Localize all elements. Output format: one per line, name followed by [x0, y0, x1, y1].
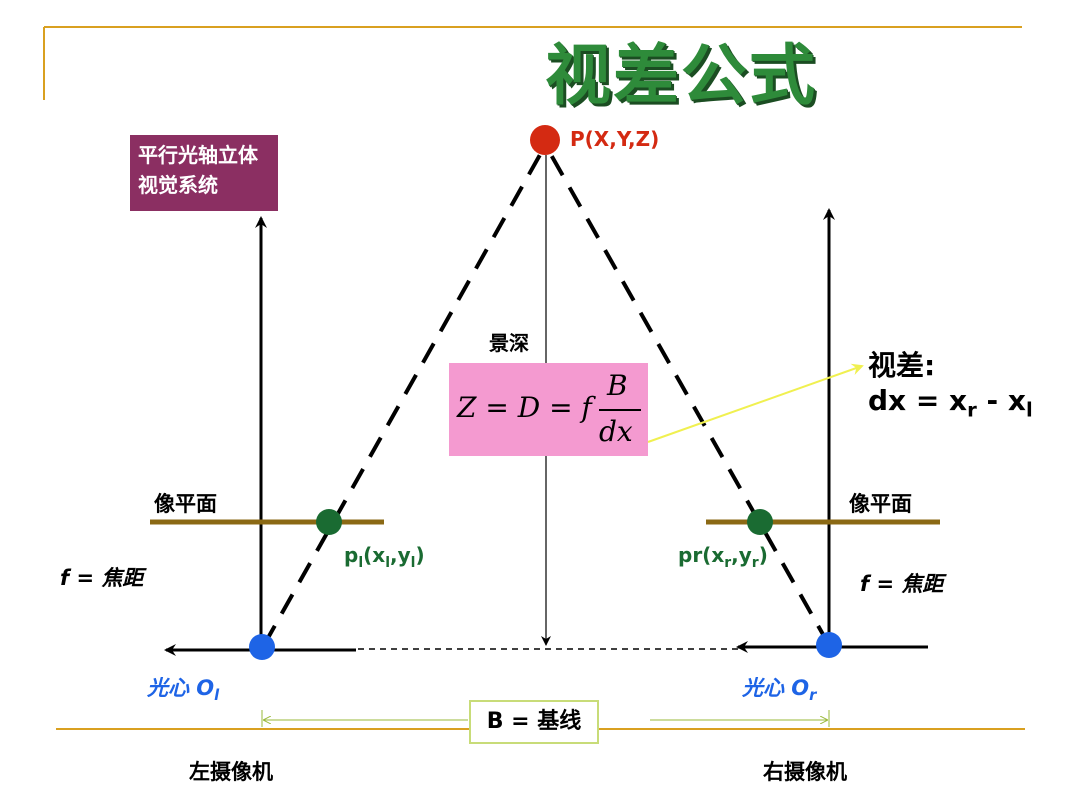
right-center-text: 光心 O — [742, 676, 810, 700]
disparity-title: 视差: — [868, 349, 936, 382]
left-point-sub1: l — [358, 555, 364, 571]
disparity-equation: dx = xr - xl — [868, 384, 1033, 422]
left-point-open: (x — [363, 543, 386, 567]
point-pr — [747, 509, 773, 535]
left-point-sub3: l — [410, 555, 416, 571]
left-image-plane-label: 像平面 — [154, 492, 217, 516]
left-point-mid: ,y — [390, 543, 411, 567]
slide-title: 视差公式 — [545, 37, 817, 114]
depth-formula: Z = D = f B dx — [449, 363, 648, 456]
left-image-point-label: pl(xl,yl) — [344, 543, 425, 571]
disparity-xr-sub: r — [967, 398, 977, 422]
depth-label: 景深 — [489, 331, 529, 355]
right-point-sub2: r — [751, 555, 759, 571]
right-optical-center-label: 光心 Or — [742, 672, 816, 704]
system-label-box: 平行光轴立体视觉系统 — [130, 135, 278, 211]
disparity-arrow — [647, 363, 864, 443]
formula-denominator: dx — [599, 415, 633, 448]
right-image-point-label: pr(xr,yr) — [678, 543, 768, 571]
disparity-eq-prefix: dx = x — [868, 384, 968, 417]
right-point-p: pr(x — [678, 543, 725, 567]
disparity-xl-sub: l — [1025, 398, 1033, 422]
point-p — [530, 125, 560, 155]
left-center-text: 光心 O — [147, 676, 215, 700]
formula-fraction-bar — [599, 409, 641, 411]
point-p-label: P(X,Y,Z) — [570, 127, 660, 151]
left-optical-center-label: 光心 Ol — [147, 672, 219, 704]
left-point-p: p — [344, 543, 359, 567]
point-pl — [316, 509, 342, 535]
right-image-plane-label: 像平面 — [849, 492, 912, 516]
left-focal-label: f = 焦距 — [60, 566, 144, 590]
optical-center-right — [816, 632, 842, 658]
right-focal-label: f = 焦距 — [860, 572, 944, 596]
right-point-close: ) — [758, 543, 768, 567]
right-point-sub1: r — [724, 555, 732, 571]
left-camera-label: 左摄像机 — [189, 760, 273, 784]
disparity-eq-mid: - x — [976, 384, 1026, 417]
right-projection-line — [548, 152, 831, 646]
right-center-sub: r — [809, 687, 817, 705]
optical-center-left — [249, 634, 275, 660]
left-projection-line — [262, 152, 543, 646]
formula-lhs: Z = D = f — [457, 391, 592, 424]
formula-numerator: B — [607, 369, 628, 402]
left-point-sub2: l — [385, 555, 390, 571]
left-center-sub: l — [214, 687, 220, 705]
right-camera-label: 右摄像机 — [763, 760, 847, 784]
left-point-close: ) — [415, 543, 425, 567]
baseline-label: B = 基线 — [469, 700, 599, 744]
right-point-mid: ,y — [731, 543, 752, 567]
